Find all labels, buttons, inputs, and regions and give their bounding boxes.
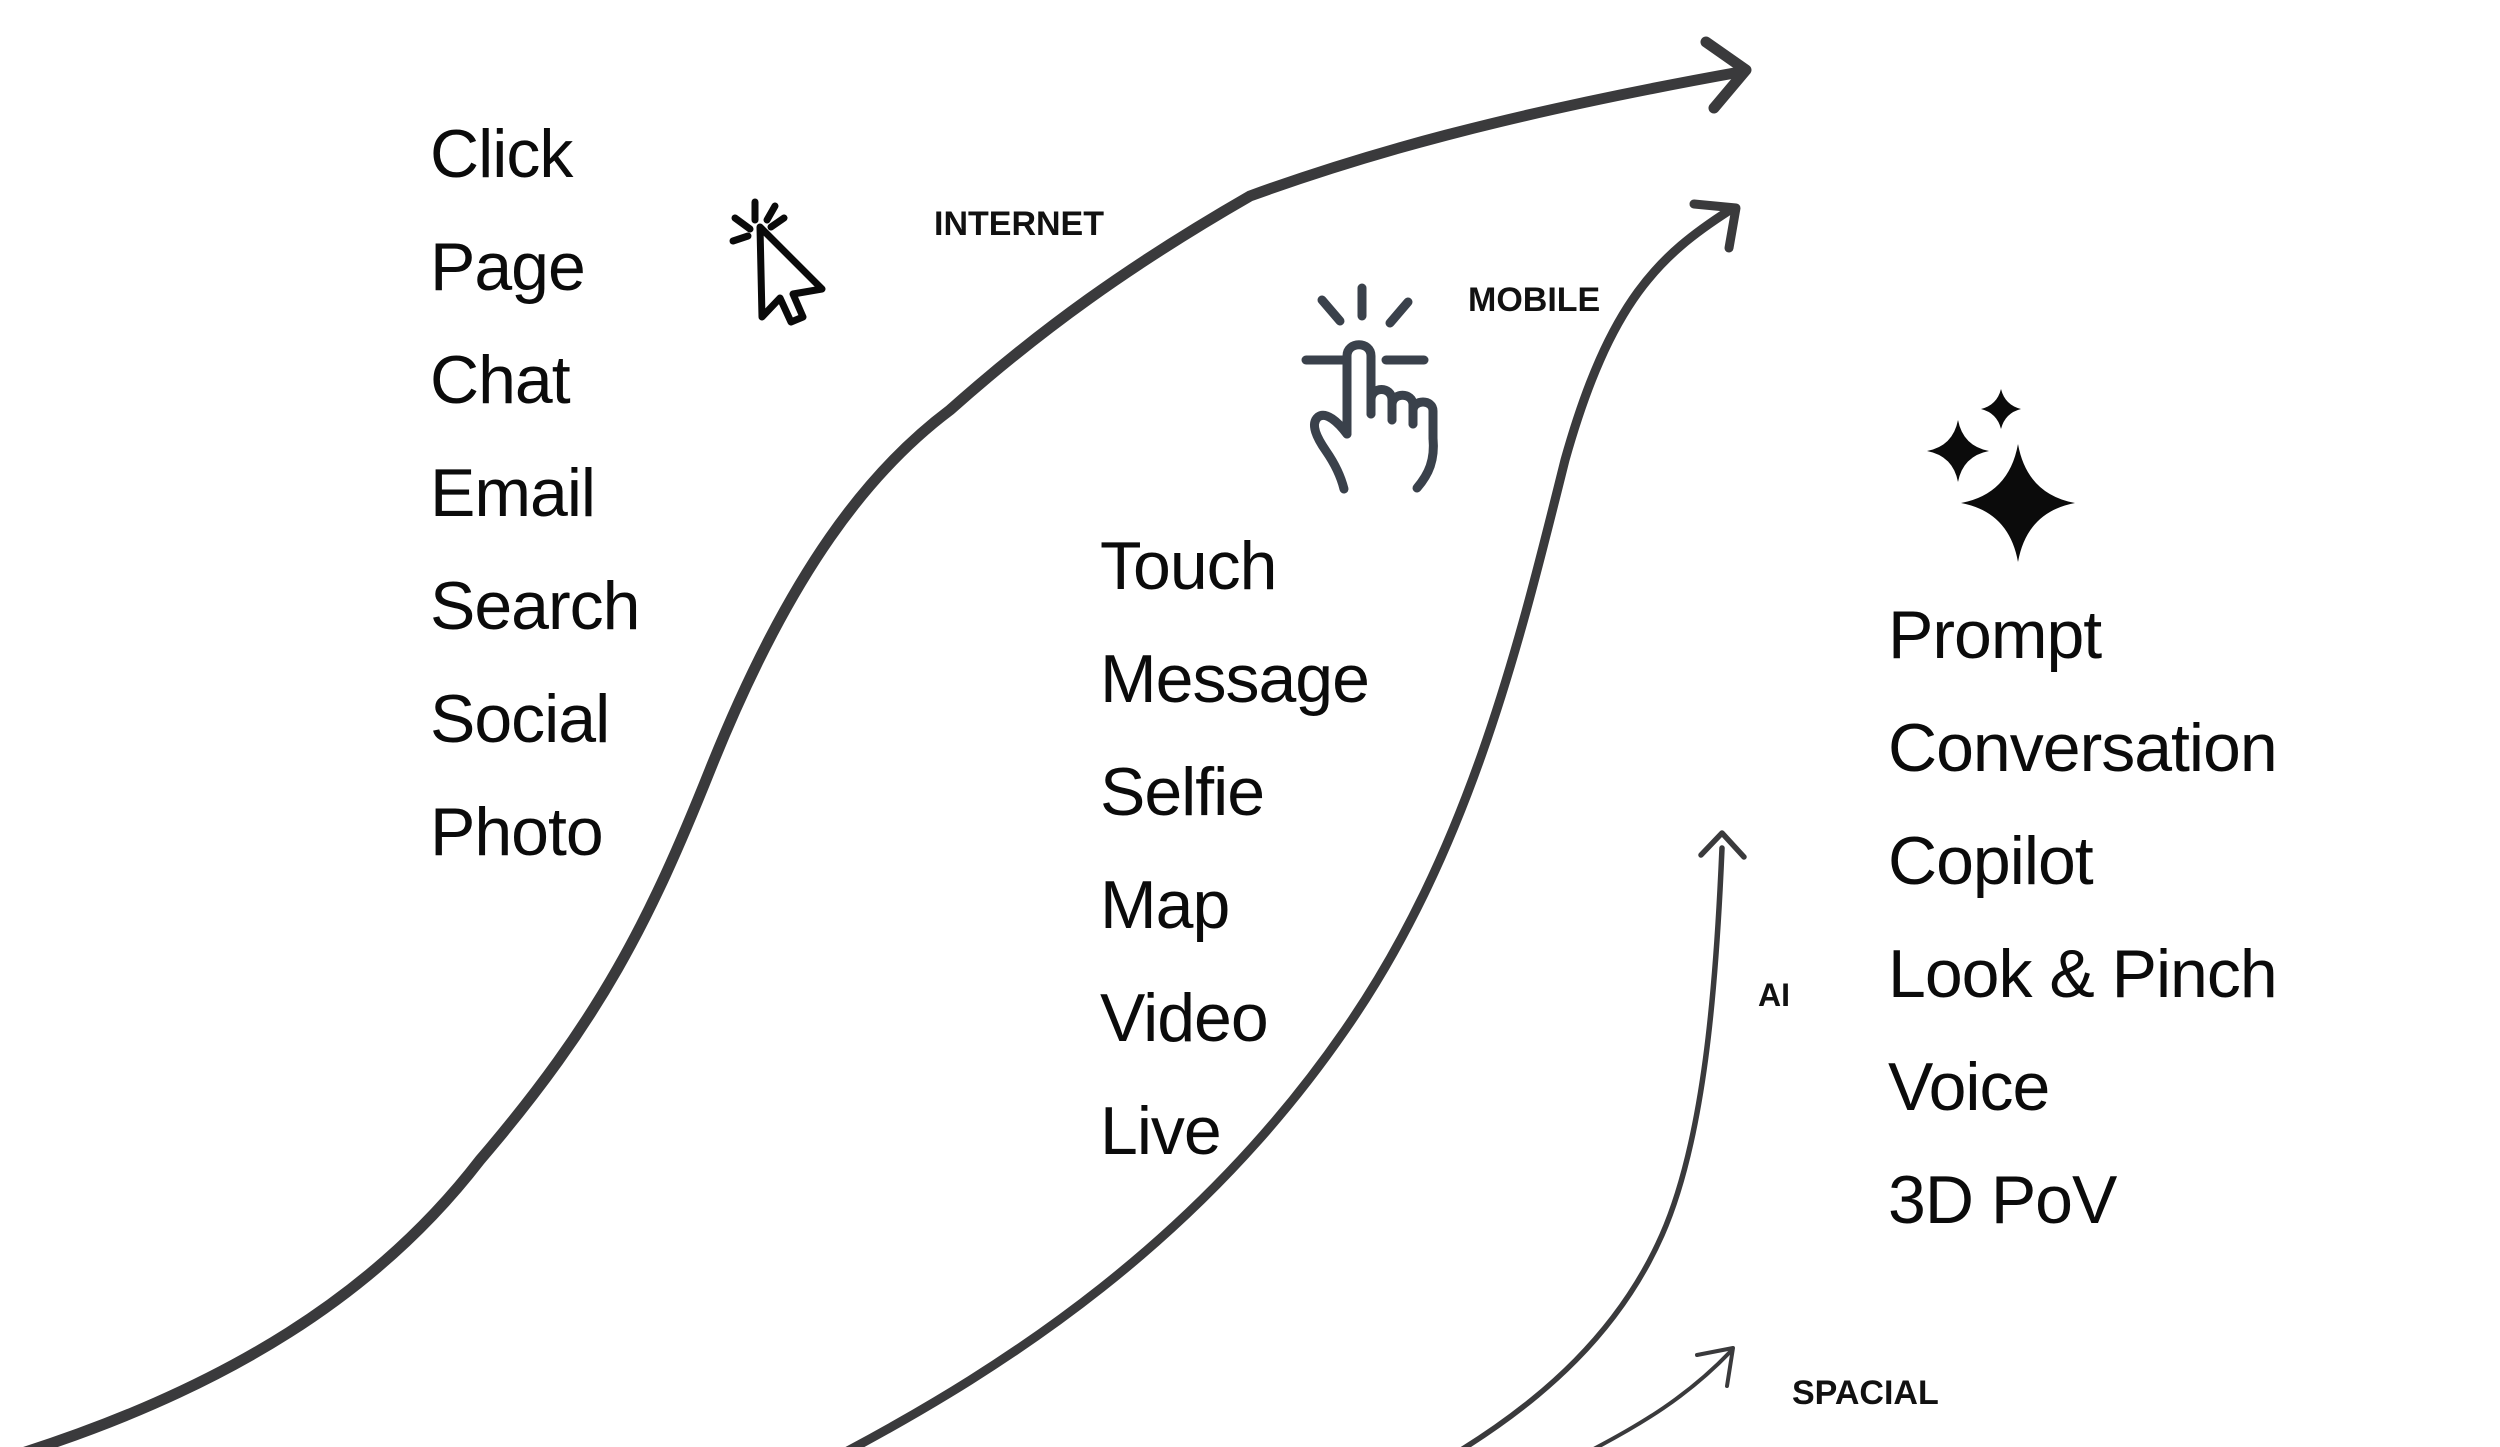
era-item: Voice bbox=[1888, 1049, 2050, 1125]
era-item: Look & Pinch bbox=[1888, 936, 2278, 1012]
tap-knuckle-4 bbox=[1408, 397, 1438, 443]
internet-era-label: INTERNET bbox=[934, 205, 1104, 243]
sparkle-large bbox=[1961, 444, 2075, 562]
click-sparks bbox=[729, 198, 788, 245]
era-item: Social bbox=[430, 681, 610, 757]
era-item: Photo bbox=[430, 794, 604, 870]
cursor-click-icon bbox=[729, 198, 826, 326]
ai-curve bbox=[1460, 845, 1725, 1447]
mouse-pointer-icon bbox=[756, 223, 826, 326]
era-item: 3D PoV bbox=[1888, 1162, 2117, 1238]
tap-spark-right bbox=[1385, 297, 1413, 328]
mobile-era-label: MOBILE bbox=[1468, 281, 1601, 319]
era-item: Video bbox=[1100, 980, 1269, 1056]
tap-finger bbox=[1342, 340, 1376, 439]
tap-spark-left bbox=[1317, 295, 1345, 326]
era-item: Search bbox=[430, 568, 640, 644]
era-item: Chat bbox=[430, 342, 571, 418]
ai-curve-arrowhead bbox=[1698, 830, 1747, 860]
mobile-curve-arrowhead bbox=[1689, 199, 1741, 253]
era-item: Map bbox=[1100, 867, 1230, 943]
spacial-curve-arrowhead bbox=[1695, 1346, 1735, 1388]
era-item: Copilot bbox=[1888, 823, 2094, 899]
internet-curve-arrowhead bbox=[1700, 36, 1752, 114]
era-item: Touch bbox=[1100, 528, 1277, 604]
era-item: Conversation bbox=[1888, 710, 2278, 786]
spacial-curve bbox=[1593, 1349, 1733, 1447]
sparkle-small bbox=[1981, 389, 2021, 429]
era-item: Page bbox=[430, 229, 586, 305]
tap-thumb bbox=[1310, 410, 1352, 494]
sparkles-icon bbox=[1927, 389, 2075, 562]
era-item: Click bbox=[430, 116, 573, 192]
internet-curve bbox=[23, 66, 1746, 1447]
era-item: Live bbox=[1100, 1093, 1222, 1169]
era-item: Selfie bbox=[1100, 754, 1265, 830]
era-item: Email bbox=[430, 455, 596, 531]
mobile-curve bbox=[845, 205, 1735, 1447]
era-item: Message bbox=[1100, 641, 1370, 717]
spacial-era-label: SPACIAL bbox=[1792, 1374, 1939, 1412]
sparkle-medium bbox=[1927, 420, 1989, 482]
ai-era-label: AI bbox=[1758, 977, 1790, 1013]
tap-hand-right-edge bbox=[1412, 433, 1438, 493]
tap-gesture-icon bbox=[1301, 283, 1438, 494]
era-item: Prompt bbox=[1888, 597, 2102, 673]
